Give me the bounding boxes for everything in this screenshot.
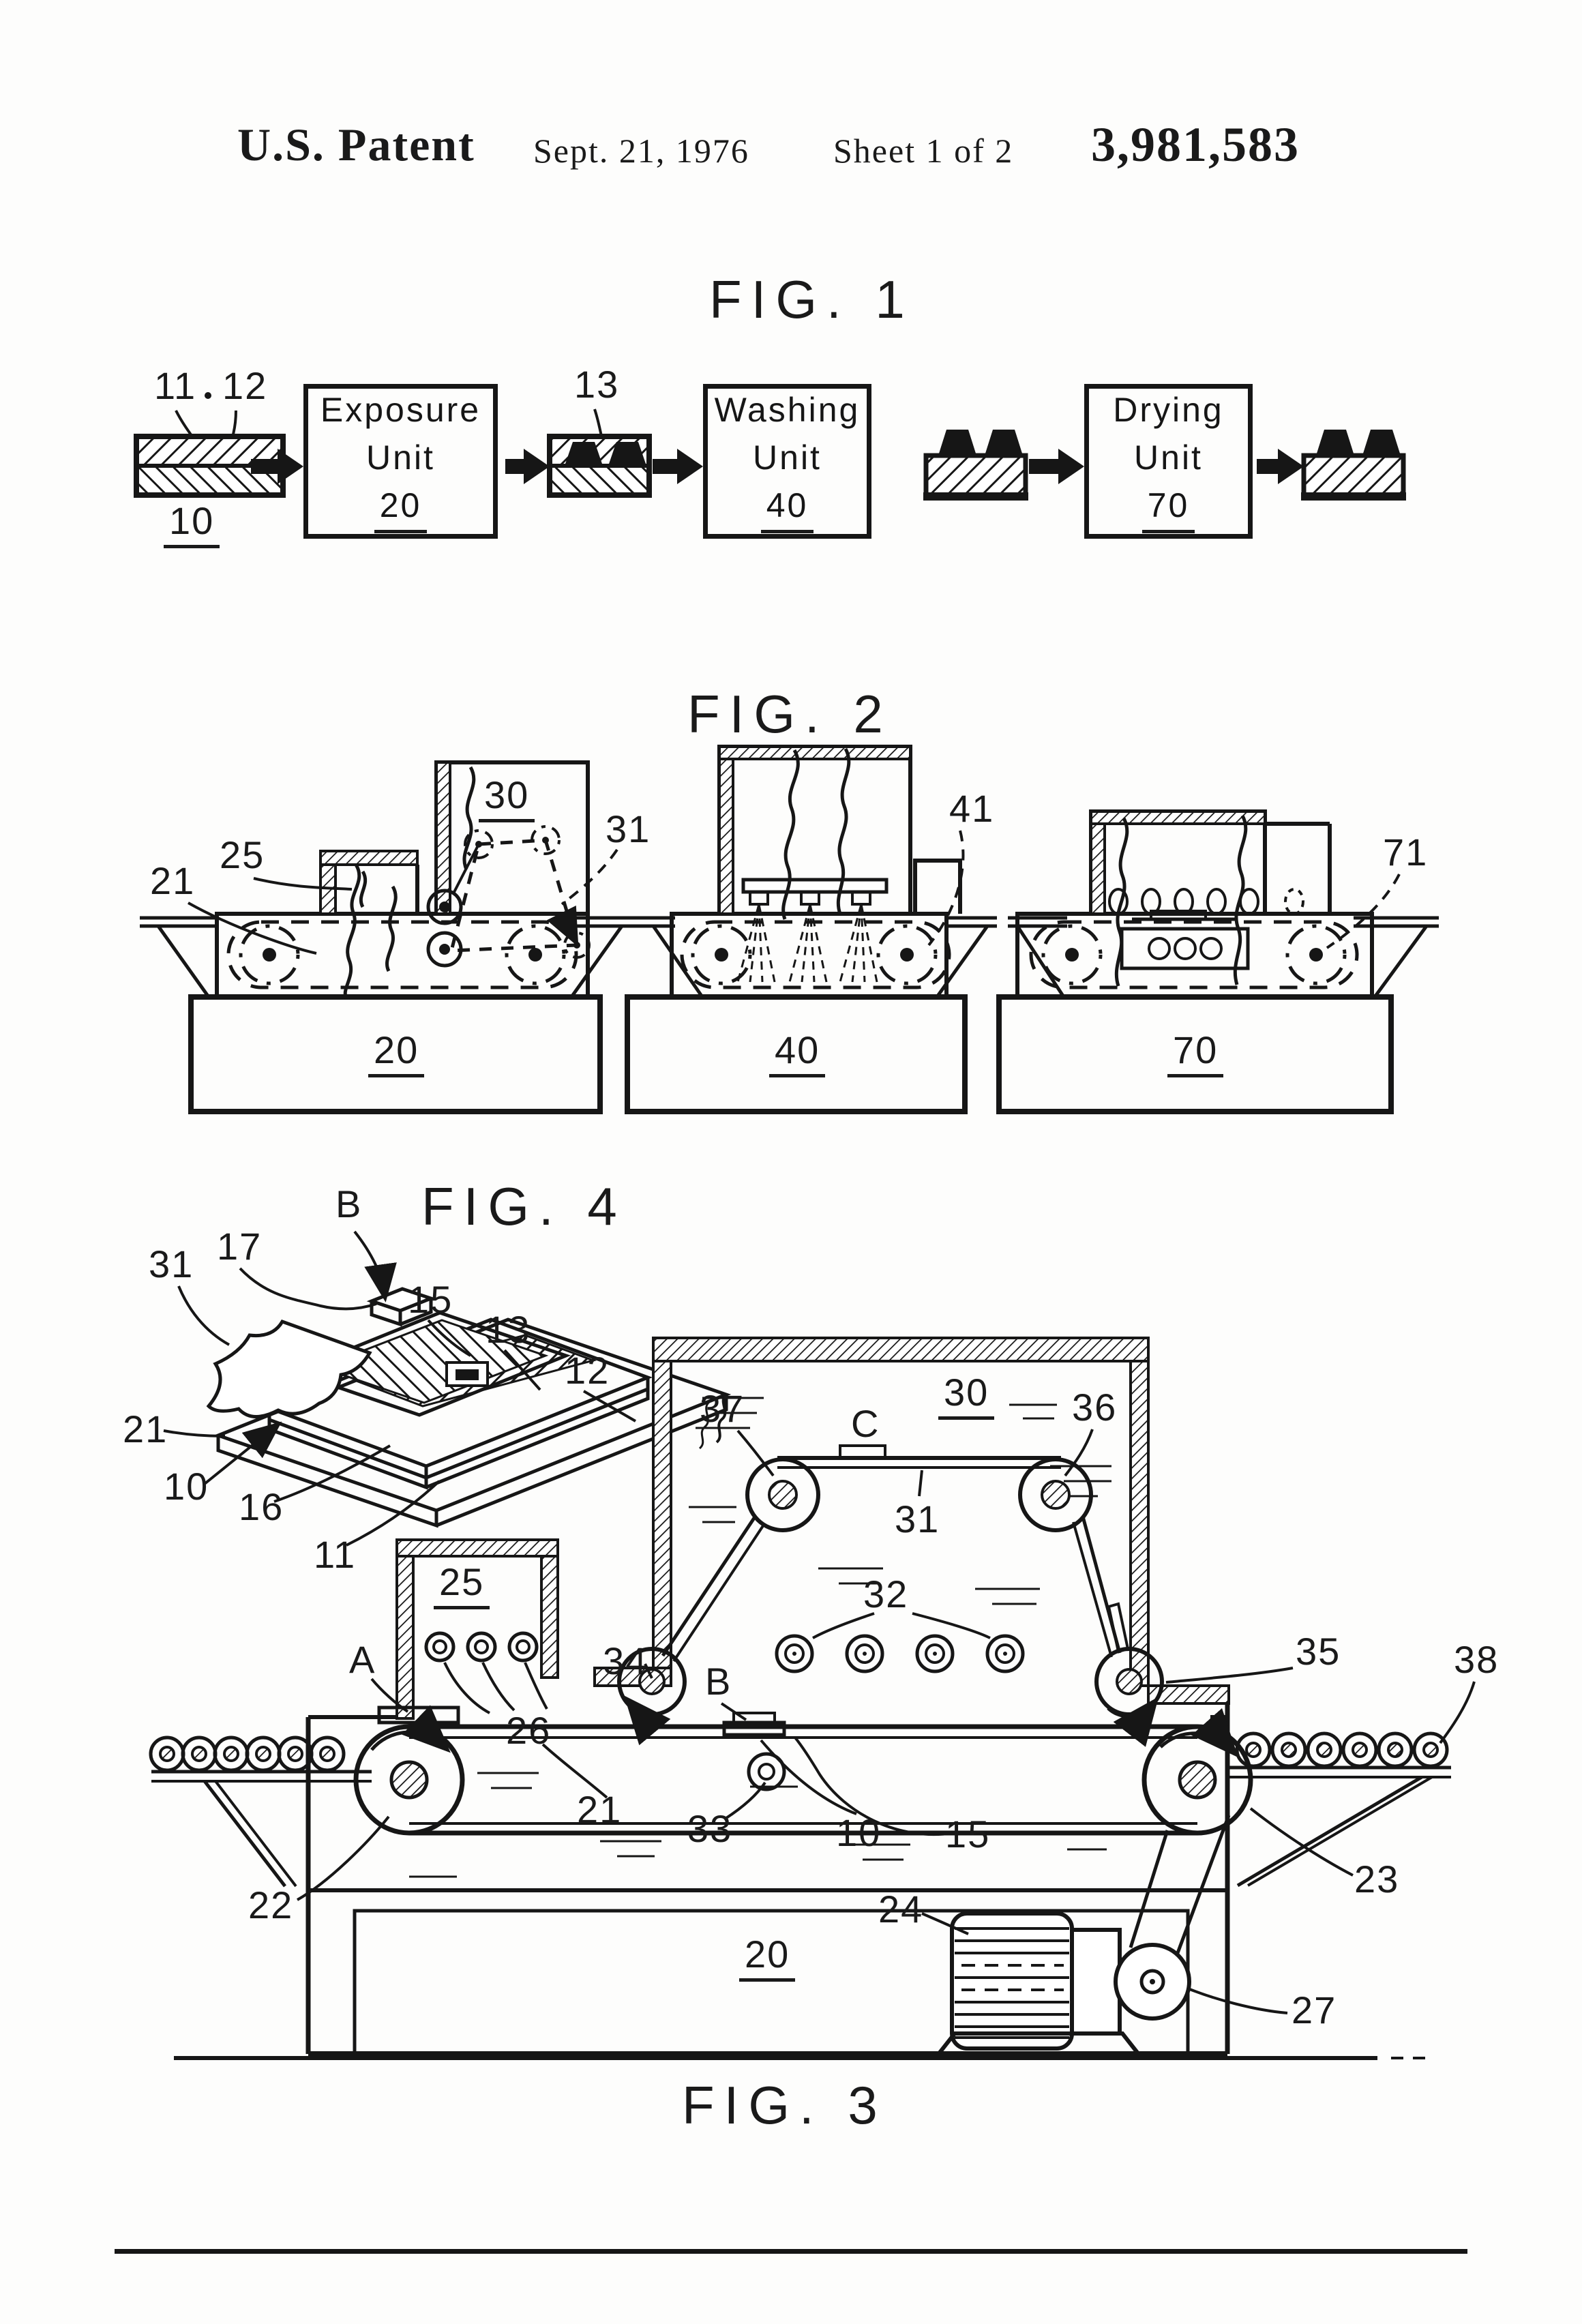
fig3-ref-A: A [349,1638,376,1681]
box-label: Unit [1134,438,1203,477]
fig3-ref-21: 21 [577,1788,623,1831]
fig2-unit-70: 70 [1167,1031,1224,1077]
fig1-drawing [134,392,1406,501]
fig4-ref-13: 13 [486,1308,531,1351]
page-bottom-rule [115,2249,1467,2254]
fig1-caption: FIG. 1 [709,269,914,329]
fig3-ref-27: 27 [1292,1988,1337,2031]
fig2-ref-41: 41 [949,787,995,830]
fig3-ref-33: 33 [687,1807,733,1850]
fig2-ref-25: 25 [220,833,265,876]
fig4-ref-31: 31 [149,1242,194,1285]
fig3-ref-C: C [851,1402,880,1445]
fig1-exposure-unit-box: Exposure Unit 20 [303,384,498,539]
fig4-top-assembly [288,1287,571,1417]
fig3-output-rollers [1227,1731,1451,1888]
fig1-film-washed [923,430,1028,501]
fig3-ref-37: 37 [700,1387,745,1430]
fig4-belt-sheet [206,1319,372,1418]
patent-header-date: Sept. 21, 1976 [533,132,749,170]
box-label: Drying [1113,390,1224,429]
flow-arrow [505,449,550,484]
fig1-washing-unit-box: Washing Unit 40 [703,384,871,539]
fig2-washing-unit [614,745,997,1114]
fig3-ref-15: 15 [945,1813,991,1856]
fig3-ref-24: 24 [878,1888,924,1931]
fig3-ref-10: 10 [836,1811,882,1854]
fig4-ref-21: 21 [123,1407,168,1450]
box-label: Washing [714,390,861,429]
fig1-ref-11: 11 [154,364,197,407]
fig3-ref-36: 36 [1072,1386,1118,1429]
box-label: Unit [366,438,435,477]
fig3-ref-38: 38 [1454,1638,1499,1681]
fig3-ref-35: 35 [1296,1630,1341,1673]
fig1-film-exposed [547,434,652,498]
patent-header-sheet: Sheet 1 of 2 [833,132,1014,170]
fig3-caption: FIG. 3 [682,2075,887,2135]
fig3-upper-belt [617,1444,1164,1747]
box-number: 40 [760,486,814,533]
fig3-ref-20: 20 [739,1935,796,1982]
fig2-drying-unit [996,809,1439,1114]
fig2-ref-31: 31 [606,807,651,850]
fig1-ref-13: 13 [574,363,620,406]
fig4-drawing [163,1230,732,1547]
fig3-ref-34: 34 [603,1639,648,1682]
fig2-ref-71: 71 [1383,831,1429,874]
flow-arrow [1257,449,1304,484]
fig3-ref-26: 26 [506,1709,552,1752]
fig1-drying-unit-box: Drying Unit 70 [1084,384,1253,539]
fig3-motor-drive [938,1815,1231,2054]
fig1-ref-12: 12 [222,364,268,407]
fig1-ref-10: 10 [164,502,220,548]
fig3-leaders [297,1429,1476,2014]
fig4-ref-16: 16 [239,1485,284,1528]
fig3-main-belt [353,1705,1253,1836]
fig4-ref-12: 12 [565,1349,610,1392]
fig2-unit-40: 40 [769,1031,826,1077]
flow-arrow [653,449,703,484]
box-label: Unit [753,438,822,477]
fig3-ref-22: 22 [248,1883,294,1926]
box-number: 70 [1141,486,1195,533]
fig4-ref-17: 17 [217,1225,263,1268]
flow-arrow [1029,449,1084,484]
fig2-unit-20: 20 [368,1031,425,1077]
fig3-ref-30: 30 [938,1373,995,1420]
fig3-ref-B: B [705,1660,732,1703]
flow-arrow [251,449,303,484]
fig3-input-rollers [149,1735,372,1888]
fig3-housing [593,1337,1230,1705]
box-label: Exposure [320,390,481,429]
patent-header-number: 3,981,583 [1091,117,1300,172]
fig3-ref-31: 31 [895,1498,940,1540]
fig4-ref-10: 10 [164,1465,209,1508]
separator-dot [205,392,211,399]
fig2-ref-30: 30 [479,776,535,822]
patent-header-title: U.S. Patent [237,119,475,170]
fig4-caption: FIG. 4 [421,1176,627,1236]
fig3-ref-32: 32 [863,1573,909,1615]
fig2-ref-21: 21 [150,859,196,902]
fig3-drawing [149,1337,1476,2060]
fig2-exposure-unit [140,760,633,1114]
fig4-ref-15: 15 [408,1278,453,1321]
fig2-drawing [140,745,1439,1114]
fig3-ref-25: 25 [434,1563,490,1609]
fig4-ref-B: B [335,1182,363,1225]
fig3-ref-23: 23 [1354,1858,1400,1901]
box-number: 20 [374,486,428,533]
fig3-rollers-32 [775,1634,1025,1673]
fig4-ref-11: 11 [314,1533,357,1576]
fig1-film-dried [1301,430,1406,501]
fig2-caption: FIG. 2 [687,684,893,744]
